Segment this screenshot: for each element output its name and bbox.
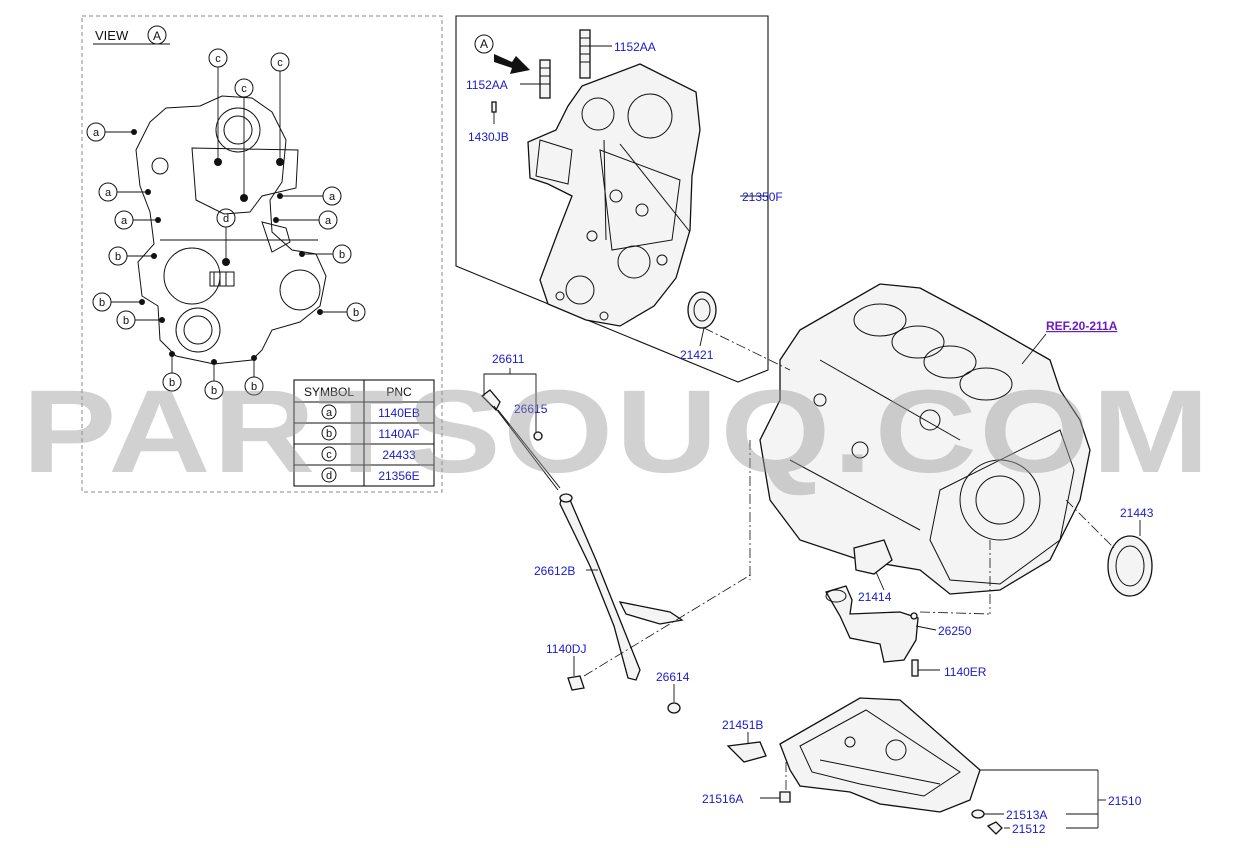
table-pnc[interactable]: 1140AF xyxy=(378,427,419,441)
part-label-1152aa[interactable]: 1152AA xyxy=(614,40,656,54)
part-label-21443[interactable]: 21443 xyxy=(1120,506,1154,520)
arrow-letter: A xyxy=(480,37,488,51)
part-label-1140er[interactable]: 1140ER xyxy=(944,665,987,679)
part-label-1140dj[interactable]: 1140DJ xyxy=(546,642,586,656)
view-direction-arrow-icon xyxy=(494,54,530,74)
svg-text:a: a xyxy=(325,215,332,227)
cylinder-block xyxy=(759,283,1091,595)
part-label-26615[interactable]: 26615 xyxy=(514,402,548,416)
symbol-pnc-table: SYMBOL PNC a 1140EB b 1140AF c 24433 d 2… xyxy=(293,379,435,487)
svg-text:b: b xyxy=(169,377,175,389)
svg-text:b: b xyxy=(251,381,257,393)
drain-plug-21512 xyxy=(986,821,1003,835)
svg-text:c: c xyxy=(215,53,221,65)
gasket-21414 xyxy=(853,539,893,575)
part-label-21510[interactable]: 21510 xyxy=(1108,794,1142,808)
oil-pan-21510 xyxy=(779,697,981,813)
part-label-26614[interactable]: 26614 xyxy=(656,670,690,684)
timing-cover-part xyxy=(527,63,701,327)
table-pnc[interactable]: 21356E xyxy=(378,469,419,483)
table-header-symbol: SYMBOL xyxy=(304,385,354,399)
timing-cover-front-view xyxy=(135,95,327,365)
part-label-21513a[interactable]: 21513A xyxy=(1006,808,1047,822)
table-symbol: c xyxy=(326,449,332,461)
view-label: VIEW xyxy=(95,28,129,43)
callout-group-b: b b b b b b b b xyxy=(92,244,366,400)
svg-text:a: a xyxy=(93,127,100,139)
part-label-21451b[interactable]: 21451B xyxy=(722,718,763,732)
part-label-26250[interactable]: 26250 xyxy=(938,624,972,638)
svg-text:d: d xyxy=(223,213,229,225)
stud-bolts xyxy=(491,29,591,113)
table-symbol: a xyxy=(326,407,333,419)
part-label-1430jb[interactable]: 1430JB xyxy=(468,130,509,144)
rear-oil-seal-21443 xyxy=(1107,535,1153,597)
part-label-21512[interactable]: 21512 xyxy=(1012,822,1046,836)
callout-group-c: c c c xyxy=(208,48,290,202)
table-symbol: b xyxy=(326,428,332,440)
part-label-1152aa[interactable]: 1152AA xyxy=(466,78,508,92)
svg-text:b: b xyxy=(123,315,129,327)
reference-link[interactable]: REF.20-211A xyxy=(1046,319,1118,333)
part-label-21414[interactable]: 21414 xyxy=(858,590,892,604)
callout-group-d: d xyxy=(216,208,236,266)
part-label-21516a[interactable]: 21516A xyxy=(702,792,743,806)
svg-text:b: b xyxy=(115,251,121,263)
dipstick-tube-26612b xyxy=(559,493,684,681)
washer-21513a xyxy=(971,809,985,819)
timing-cover-kit-box xyxy=(455,15,769,383)
callout-group-a: a a a a a xyxy=(86,122,342,230)
table-pnc[interactable]: 1140EB xyxy=(378,406,420,420)
watermark-text: PARTSOUQ.COM xyxy=(22,366,1212,498)
table-header-pnc: PNC xyxy=(386,385,412,399)
bolt-1140dj xyxy=(567,675,585,691)
svg-text:a: a xyxy=(121,215,128,227)
bolt-21516a xyxy=(779,791,791,803)
part-label-26612b[interactable]: 26612B xyxy=(534,564,575,578)
table-symbol: d xyxy=(326,470,332,482)
svg-text:c: c xyxy=(241,83,247,95)
o-ring-26614 xyxy=(667,702,681,714)
svg-text:a: a xyxy=(105,187,112,199)
table-pnc[interactable]: 24433 xyxy=(382,448,416,462)
svg-text:b: b xyxy=(339,249,345,261)
part-label-21350f[interactable]: 21350F xyxy=(742,190,783,204)
view-a-panel xyxy=(81,15,443,493)
oil-strainer-26250 xyxy=(825,585,919,677)
svg-text:c: c xyxy=(277,57,283,69)
seal-21421 xyxy=(687,291,717,329)
svg-text:a: a xyxy=(329,191,336,203)
svg-text:b: b xyxy=(211,385,217,397)
part-label-21421[interactable]: 21421 xyxy=(680,348,714,362)
part-label-26611[interactable]: 26611 xyxy=(492,352,525,366)
baffle-21451b xyxy=(726,741,767,763)
dipstick-26611 xyxy=(481,389,561,491)
view-letter: A xyxy=(153,29,161,43)
view-letter-circle xyxy=(147,25,167,45)
svg-text:b: b xyxy=(99,297,105,309)
svg-text:b: b xyxy=(353,307,359,319)
